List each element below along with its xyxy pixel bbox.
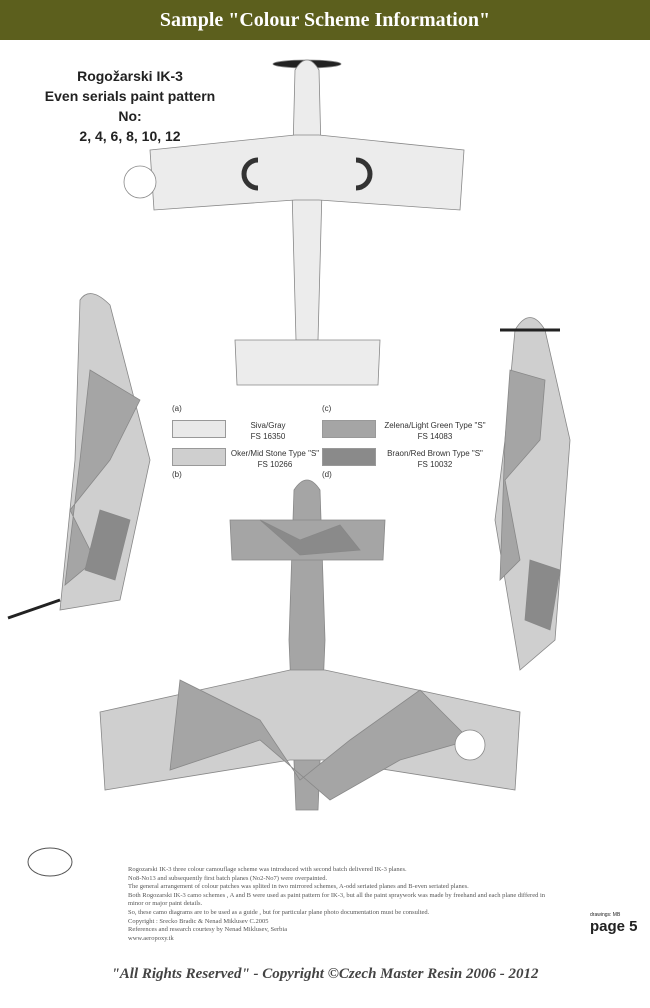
right-side-view bbox=[494, 317, 571, 671]
left-side-view bbox=[7, 293, 151, 620]
top-view bbox=[123, 59, 465, 386]
legend-key-d: (d) bbox=[322, 470, 332, 479]
note-line: Copyright : Srecko Bradic & Nenad Miklus… bbox=[128, 917, 269, 925]
legend-name: Siva/Gray bbox=[250, 421, 286, 430]
header-banner: Sample "Colour Scheme Information" bbox=[0, 0, 650, 40]
pattern-label: Even serials paint pattern No: bbox=[44, 88, 216, 124]
legend-name: Oker/Mid Stone Type "S" bbox=[230, 449, 320, 458]
note-line: No8-No13 and subsequently first batch pl… bbox=[128, 874, 328, 882]
note-line: References and research courtesy by Nena… bbox=[128, 926, 288, 934]
legend-fs: FS 16350 bbox=[250, 432, 286, 441]
page-number: page 5 bbox=[590, 918, 638, 935]
legend-fs: FS 10266 bbox=[257, 460, 293, 469]
note-line: Both Rogozarski IK-3 camo schemes , A an… bbox=[128, 891, 546, 908]
bottom-view bbox=[99, 479, 521, 811]
swatch-gray bbox=[172, 420, 226, 438]
copyright-footer: "All Rights Reserved" - Copyright ©Czech… bbox=[111, 966, 539, 982]
note-line: So, these camo diagrams are to be used a… bbox=[128, 908, 430, 916]
note-line: www.aeropoxy.tk bbox=[128, 934, 174, 942]
legend-label-light-green: Zelena/Light Green Type "S" FS 14083 bbox=[375, 420, 495, 442]
legend-label-gray: Siva/Gray FS 16350 bbox=[228, 420, 308, 442]
serials: 2, 4, 6, 8, 10, 12 bbox=[79, 128, 181, 144]
legend-key-b: (b) bbox=[172, 470, 182, 479]
swatch-mid-stone bbox=[172, 448, 226, 466]
legend-name: Braon/Red Brown Type "S" bbox=[387, 449, 483, 458]
legend-label-mid-stone: Oker/Mid Stone Type "S" FS 10266 bbox=[225, 448, 325, 470]
plane-name: Rogožarski IK-3 bbox=[77, 68, 183, 84]
note-line: The general arrangement of colour patche… bbox=[128, 883, 469, 891]
aircraft-diagrams bbox=[7, 59, 571, 877]
legend-label-red-brown: Braon/Red Brown Type "S" FS 10032 bbox=[375, 448, 495, 470]
header-title: Sample "Colour Scheme Information" bbox=[159, 9, 491, 31]
legend-fs: FS 10032 bbox=[417, 460, 453, 469]
drawings-credit: drawings: MB bbox=[590, 912, 621, 918]
swatch-red-brown bbox=[322, 448, 376, 466]
legend-key-a: (a) bbox=[172, 404, 182, 413]
swatch-light-green bbox=[322, 420, 376, 438]
note-line: Rogozarski IK-3 three colour camouflage … bbox=[128, 866, 407, 873]
notes-text: Rogozarski IK-3 three colour camouflage … bbox=[128, 866, 548, 943]
plane-title-block: Rogožarski IK-3 Even serials paint patte… bbox=[40, 66, 220, 146]
legend-fs: FS 14083 bbox=[417, 432, 453, 441]
legend-key-c: (c) bbox=[322, 404, 332, 413]
legend-name: Zelena/Light Green Type "S" bbox=[384, 421, 486, 430]
stencil-logo bbox=[27, 847, 73, 877]
